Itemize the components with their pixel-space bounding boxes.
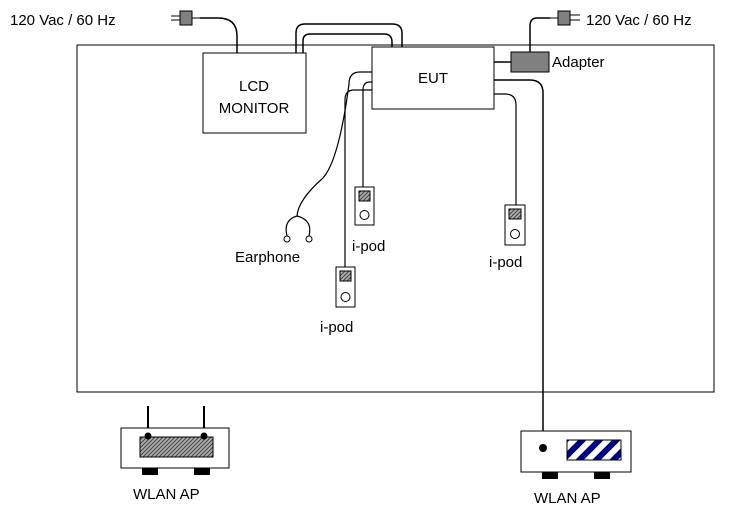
lcd-monitor-label-line1: LCD	[239, 78, 269, 95]
wlan-ap-right-label: WLAN AP	[534, 490, 601, 507]
lcd-power-cable	[200, 17, 238, 53]
power-label-left: 120 Vac / 60 Hz	[10, 12, 116, 29]
wlan-ap-left-device	[120, 406, 230, 475]
earphone-cable	[296, 71, 372, 217]
earphone-icon	[283, 215, 313, 243]
video-cable-inner	[302, 33, 393, 53]
ipod-2-cable	[344, 89, 372, 267]
power-label-right: 120 Vac / 60 Hz	[586, 12, 692, 29]
adapter-power-cable	[529, 17, 550, 52]
wlan-ap-left-label: WLAN AP	[133, 486, 200, 503]
power-plug-left	[171, 10, 200, 26]
video-cable-outer	[295, 23, 403, 53]
adapter-label: Adapter	[552, 54, 605, 71]
ipod-label: i-pod	[320, 319, 353, 336]
ipod-label: i-pod	[489, 254, 522, 271]
eut-box	[371, 46, 495, 110]
eut-label: EUT	[418, 70, 448, 87]
lcd-monitor-label-line2: MONITOR	[219, 100, 290, 117]
lcd-monitor-box	[202, 52, 307, 134]
wlan-ap-cable	[494, 79, 544, 447]
earphone-label: Earphone	[235, 249, 300, 266]
ipod-icon	[504, 204, 526, 246]
power-plug-right	[550, 10, 580, 26]
ipod-3-cable	[494, 93, 517, 205]
adapter-block	[510, 51, 550, 73]
ipod-icon	[335, 266, 356, 308]
ipod-icon	[354, 186, 375, 226]
ipod-label: i-pod	[352, 238, 385, 255]
wlan-ap-right-device	[520, 430, 632, 479]
